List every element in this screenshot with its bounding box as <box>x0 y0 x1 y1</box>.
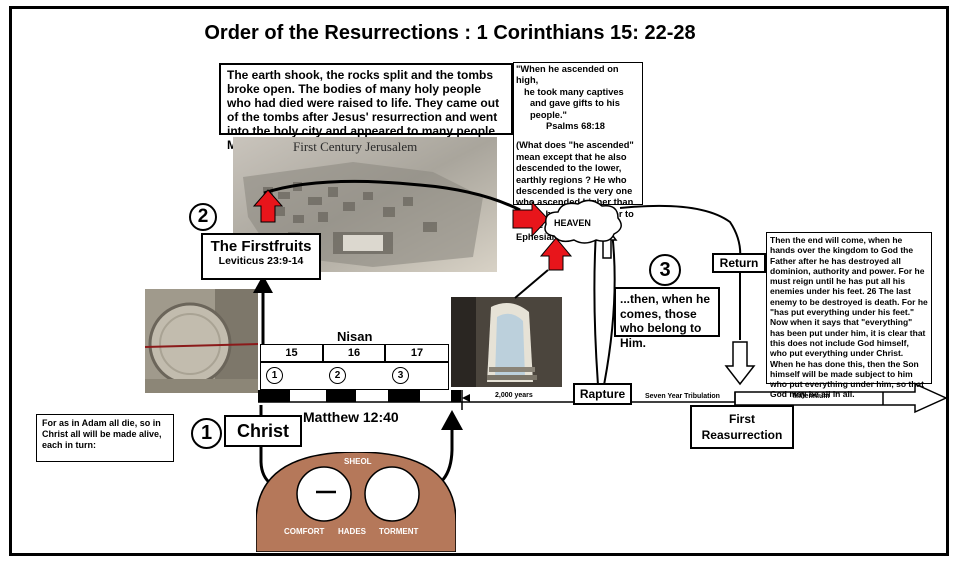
red-arrow-heaven-up <box>539 237 573 271</box>
nisan-day-16-label: 16 <box>347 347 361 359</box>
number-2-circle: 2 <box>189 203 217 231</box>
psalms-line-3: and gave gifts to his people." <box>530 98 620 120</box>
day-marker-1: 1 <box>266 367 283 384</box>
heaven-label: HEAVEN <box>554 218 591 228</box>
sheol-diagram: SHEOL COMFORT HADES TORMENT <box>256 452 456 552</box>
nisan-day-15: 15 <box>260 344 323 362</box>
rapture-label: Rapture <box>579 387 626 401</box>
nisan-day-15-label: 15 <box>285 347 298 359</box>
tomb-stone-image <box>145 289 258 393</box>
page-title: Order of the Resurrections : 1 Corinthia… <box>204 22 696 44</box>
nisan-day-16: 16 <box>323 344 385 362</box>
firstfruits-ref: Leviticus 23:9-14 <box>218 255 304 267</box>
number-3-label: 3 <box>659 259 671 281</box>
red-arrow-jerusalem <box>252 189 284 223</box>
christ-label: Christ <box>236 421 289 441</box>
matthew-ref: Matthew 12:40 <box>303 409 399 425</box>
psalms-line-1: "When he ascended on high, <box>516 64 619 86</box>
psalms-line-2: he took many captives <box>524 86 624 97</box>
rapture-box: Rapture <box>573 383 632 405</box>
empty-tomb-image <box>451 297 562 387</box>
nisan-row <box>260 362 449 390</box>
nisan-day-17: 17 <box>385 344 449 362</box>
then-text: ...then, when he comes, those who belong… <box>620 292 711 350</box>
number-3-circle: 3 <box>649 254 681 286</box>
adam-text: For as in Adam all die, so in Christ all… <box>42 418 162 450</box>
first-resurrection-line2: Reasurrection <box>701 428 783 442</box>
nisan-label: Nisan <box>337 329 373 344</box>
timeline-millennium: Millennium <box>793 393 830 400</box>
return-label: Return <box>719 256 759 270</box>
jerusalem-label: First Century Jerusalem <box>293 139 417 154</box>
number-2-label: 2 <box>197 206 209 227</box>
first-resurrection-line1: First <box>728 412 755 426</box>
day-marker-2: 2 <box>329 367 346 384</box>
sheol-torment: TORMENT <box>379 527 419 536</box>
timeline-years: 2,000 years <box>495 392 533 399</box>
corinthians-box: Then the end will come, when he hands ov… <box>766 232 932 399</box>
number-1-label: 1 <box>200 422 213 444</box>
day-marker-2-label: 2 <box>334 370 341 381</box>
day-marker-3: 3 <box>392 367 409 384</box>
sheol-hades: HADES <box>338 527 367 536</box>
day-marker-3-label: 3 <box>397 370 404 381</box>
return-arrow <box>724 341 756 386</box>
matthew-quote-box: The earth shook, the rocks split and the… <box>219 63 513 152</box>
red-arrow-heaven-left <box>512 200 549 238</box>
christ-box: Christ <box>224 415 302 447</box>
then-box: ...then, when he comes, those who belong… <box>614 287 720 350</box>
first-resurrection-box: First Reasurrection <box>690 405 794 449</box>
return-box: Return <box>712 253 766 273</box>
sheol-comfort: COMFORT <box>284 527 325 536</box>
timeline-tribulation: Seven Year Tribulation <box>645 393 720 400</box>
heaven-cloud: HEAVEN <box>544 199 622 244</box>
number-1-circle: 1 <box>191 418 222 449</box>
nisan-day-17-label: 17 <box>410 347 424 359</box>
psalms-ref: Psalms 68:18 <box>546 121 605 132</box>
sheol-label: SHEOL <box>344 457 372 466</box>
diagram-frame <box>9 6 949 556</box>
firstfruits-box: The Firstfruits Leviticus 23:9-14 <box>201 233 321 280</box>
adam-box: For as in Adam all die, so in Christ all… <box>36 414 174 462</box>
firstfruits-title: The Firstfruits <box>210 238 312 255</box>
corinthians-text: Then the end will come, when he hands ov… <box>770 235 928 400</box>
day-marker-1-label: 1 <box>271 370 278 381</box>
